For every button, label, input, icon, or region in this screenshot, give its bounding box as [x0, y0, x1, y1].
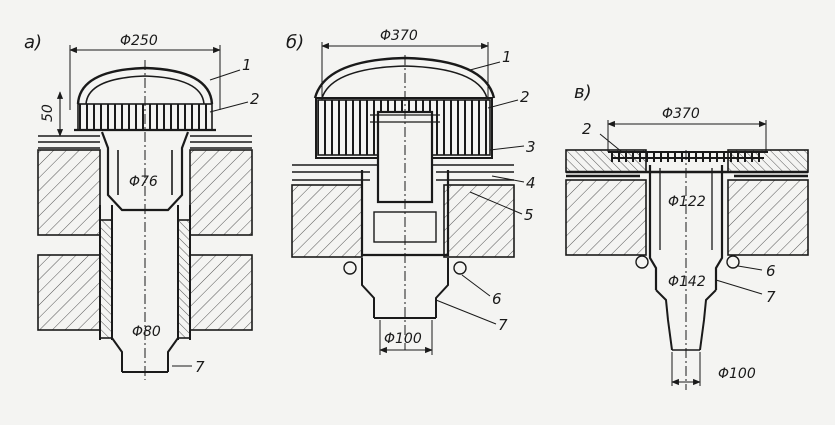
- pipe-sleeve-left: [99, 219, 113, 339]
- dim-b-top: Φ370: [380, 28, 418, 44]
- panel-c: [565, 120, 809, 390]
- slab-lower-left: [37, 254, 101, 331]
- dim-c-top: Φ370: [662, 106, 700, 122]
- panel-c-label: в): [574, 82, 592, 103]
- panel-b: [291, 42, 525, 355]
- slab-upper-right: [189, 149, 253, 236]
- dim-a-height: 50: [40, 104, 56, 122]
- slab-b-right: [443, 184, 515, 258]
- panel-a: [37, 45, 253, 380]
- callout-b-6: 6: [492, 290, 502, 308]
- dim-a-top: Φ250: [120, 33, 158, 49]
- callout-a-7: 7: [195, 358, 205, 376]
- slab-c-left: [565, 179, 647, 256]
- roof-layers: [38, 135, 252, 149]
- callout-c-6: 6: [766, 262, 776, 280]
- slab-c-right: [727, 179, 809, 256]
- dim-a-bottom: Φ80: [132, 324, 161, 340]
- funnel-c: [648, 165, 724, 290]
- slab-b-left: [291, 184, 363, 258]
- slab-upper-left: [37, 149, 101, 236]
- pipe-sleeve-right: [177, 219, 191, 339]
- dim-b-bottom: Φ100: [384, 331, 422, 347]
- callout-a-1: 1: [242, 56, 252, 74]
- callout-b-2: 2: [520, 88, 530, 106]
- callout-b-5: 5: [524, 206, 534, 224]
- dim-a-mid: Φ76: [129, 174, 158, 190]
- callout-b-7: 7: [498, 316, 508, 334]
- slab-lower-right: [189, 254, 253, 331]
- callout-b-1: 1: [502, 48, 512, 66]
- callout-c-2: 2: [582, 120, 592, 138]
- callout-a-2: 2: [250, 90, 260, 108]
- panel-a-label: а): [24, 32, 42, 53]
- panel-b-label: б): [286, 32, 304, 53]
- dim-c-lower: Φ142: [668, 274, 706, 290]
- dim-c-bottom: Φ100: [718, 366, 756, 382]
- callout-c-7: 7: [766, 288, 776, 306]
- callout-b-4: 4: [526, 174, 536, 192]
- callout-b-3: 3: [526, 138, 536, 156]
- dim-c-mid: Φ122: [668, 194, 706, 210]
